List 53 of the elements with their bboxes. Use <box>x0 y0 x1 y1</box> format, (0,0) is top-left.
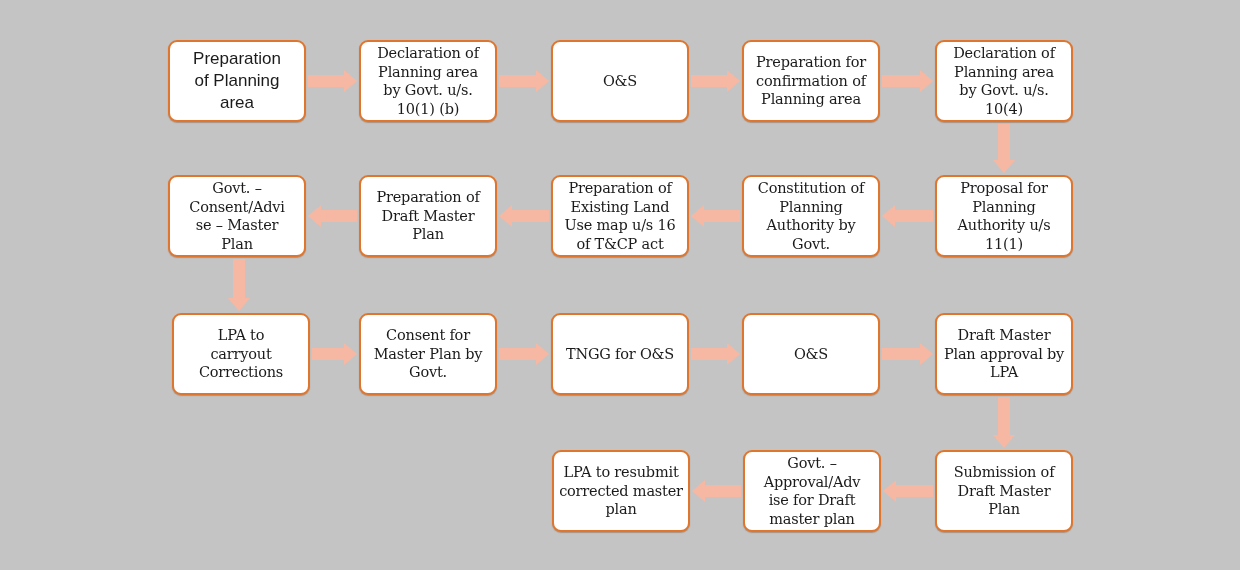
arrow <box>882 70 933 92</box>
process-box <box>551 40 689 122</box>
step-label: Draft Master Plan approval by LPA <box>942 326 1066 382</box>
step-label: Preparation of Existing Land Use map u/s 16 of T&CP act <box>563 179 677 253</box>
step-label: Govt. – Approval/Adv ise for Draft master plan <box>762 454 862 528</box>
step-label: Declaration of Planning area by Govt. u/s. 10(1) (b) <box>376 44 481 118</box>
arrow <box>692 480 741 502</box>
step-label: Declaration of Planning area by Govt. u/s. 10(4) <box>952 44 1057 118</box>
process-box <box>359 40 497 122</box>
step-label: Preparation of Draft Master Plan <box>375 188 482 244</box>
arrow <box>499 343 549 365</box>
arrow <box>308 70 357 92</box>
process-box <box>935 450 1073 532</box>
step-label: TNGG for O&S <box>564 344 676 364</box>
process-box <box>551 175 689 257</box>
arrow <box>883 480 933 502</box>
process-box <box>935 175 1073 257</box>
process-box <box>742 175 880 257</box>
step-label: Constitution of Planning Authority by Govt. <box>756 179 867 253</box>
arrow <box>993 397 1015 448</box>
arrow <box>691 70 740 92</box>
arrow <box>882 343 933 365</box>
process-box <box>359 175 497 257</box>
step-label: Proposal for Planning Authority u/s 11(1) <box>956 179 1052 253</box>
step-label: Preparation for confirmation of Planning area <box>755 53 868 109</box>
process-box <box>935 313 1073 395</box>
step-label: Submission of Draft Master Plan <box>952 463 1057 519</box>
arrow <box>993 124 1015 173</box>
process-box <box>935 40 1073 122</box>
process-box <box>742 40 880 122</box>
step-label: O&S <box>601 71 639 91</box>
process-box <box>552 450 690 532</box>
process-box <box>551 313 689 395</box>
process-box <box>743 450 881 532</box>
arrow <box>691 205 740 227</box>
process-box <box>168 175 306 257</box>
process-box <box>172 313 310 395</box>
step-label: LPA to carryout Corrections <box>197 326 285 382</box>
arrow <box>691 343 740 365</box>
process-box <box>742 313 880 395</box>
process-box <box>168 40 306 122</box>
step-label: Consent for Master Plan by Govt. <box>372 326 484 382</box>
arrow <box>312 343 357 365</box>
arrow <box>308 205 357 227</box>
step-label: Preparation of Planning area <box>192 48 282 114</box>
step-label: Govt. – Consent/Advi se – Master Plan <box>188 179 286 253</box>
process-box <box>359 313 497 395</box>
arrow <box>882 205 933 227</box>
arrow <box>499 70 549 92</box>
arrow <box>499 205 549 227</box>
step-label: O&S <box>792 344 830 364</box>
arrow <box>228 259 250 311</box>
step-label: LPA to resubmit corrected master plan <box>558 463 684 519</box>
